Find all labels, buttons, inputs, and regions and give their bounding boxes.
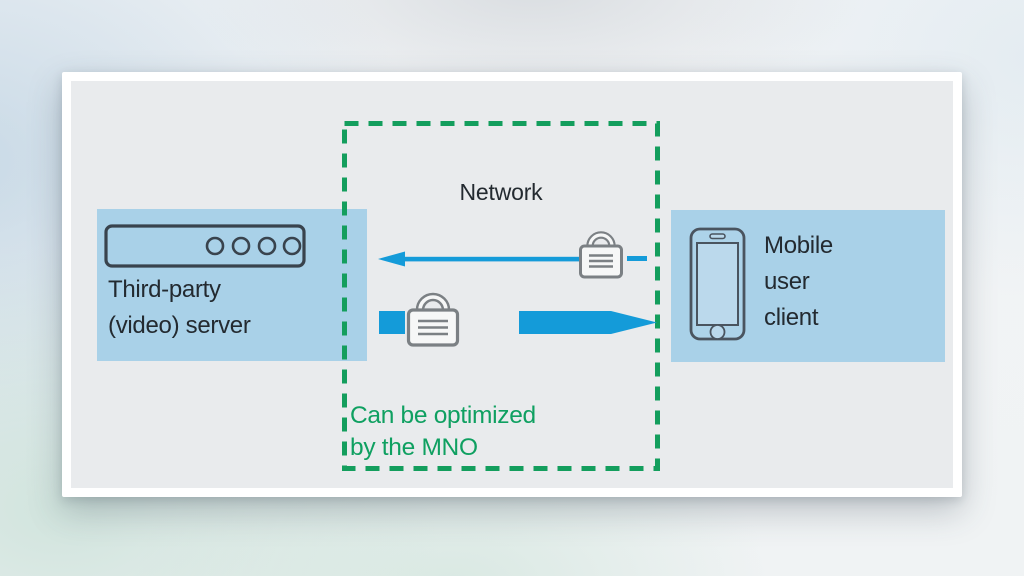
diagram-canvas: Third-party (video) server Mobile user c… [71,81,953,488]
slide-card: Third-party (video) server Mobile user c… [62,72,962,497]
network-label: Network [459,179,543,205]
network-boundary-frame [342,121,660,471]
arrow-to-client [379,311,657,334]
server-icon [104,224,306,268]
arrow-to-server [378,251,580,267]
server-label: Third-party (video) server [108,276,251,339]
client-label: Mobile user client [764,232,833,331]
optimization-note: Can be optimized by the MNO [350,402,536,461]
padlock-icon [406,292,460,347]
smartphone-icon [689,227,746,341]
padlock-icon [579,231,623,279]
arrow-to-server-dash [627,256,647,261]
